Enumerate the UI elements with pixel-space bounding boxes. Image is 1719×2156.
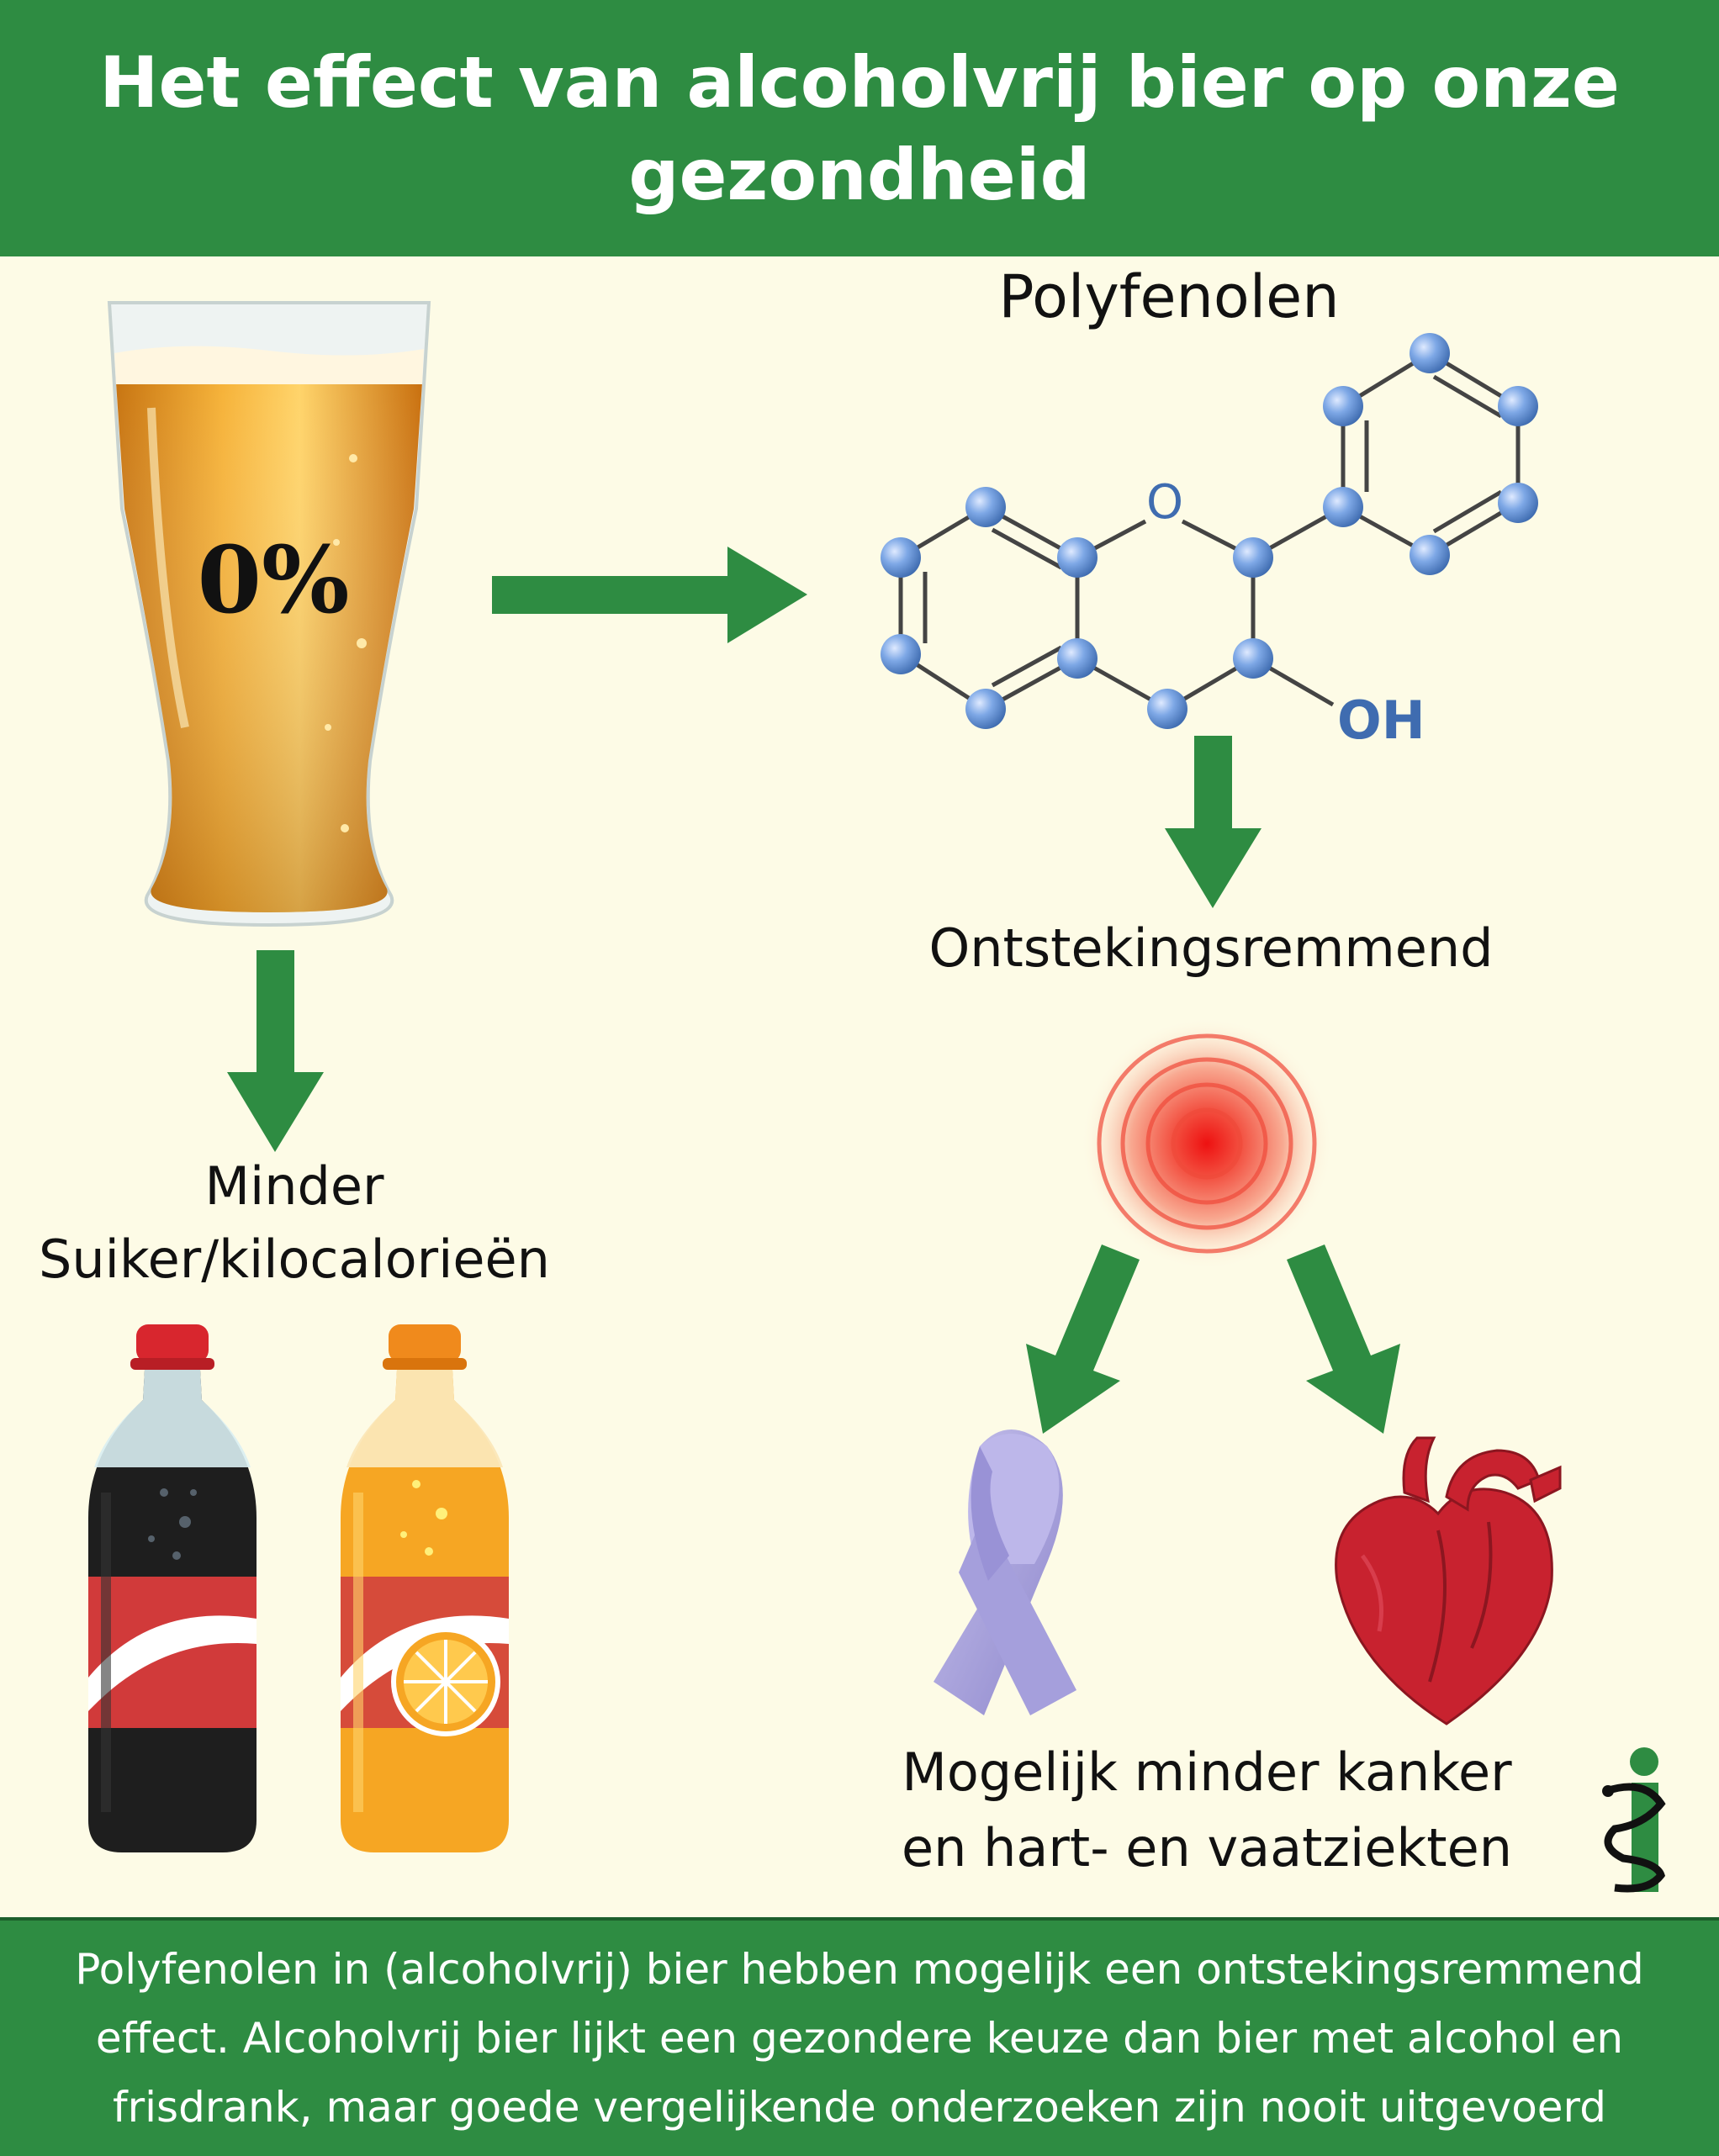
- molecule-title: Polyfenolen: [998, 262, 1340, 331]
- hydroxyl-group-label: OH: [1337, 690, 1425, 751]
- alcohol-percentage: 0%: [197, 526, 350, 634]
- summary-footer: Polyfenolen in (alcoholvrij) bier hebben…: [0, 1917, 1719, 2156]
- less-sugar-label-line2: Suiker/kilocalorieën: [39, 1229, 550, 1290]
- outcome-label-line2: en hart- en vaatziekten: [901, 1817, 1513, 1879]
- molecule-icon: [881, 333, 1538, 729]
- page-title: Het effect van alcoholvrij bier op onze …: [0, 0, 1719, 256]
- beer-glass-icon: [107, 301, 431, 927]
- page-title-text: Het effect van alcoholvrij bier op onze …: [99, 40, 1620, 216]
- arrow-down-icon: [1165, 736, 1261, 908]
- outcome-label-line1: Mogelijk minder kanker: [902, 1741, 1512, 1803]
- arrow-down-right-icon: [1287, 1244, 1400, 1434]
- arrow-right-icon: [492, 547, 807, 643]
- orange-soda-bottle-icon: [341, 1324, 509, 1852]
- cola-bottle-icon: [88, 1324, 257, 1852]
- heart-icon: [1335, 1436, 1562, 1725]
- logo-icon: [1602, 1747, 1666, 1893]
- arrow-down-left-icon: [1026, 1244, 1140, 1434]
- less-sugar-label-line1: Minder: [204, 1155, 384, 1217]
- arrow-down-icon: [227, 950, 324, 1152]
- summary-text: Polyfenolen in (alcoholvrij) bier hebben…: [75, 1945, 1644, 2132]
- awareness-ribbon-icon: [934, 1429, 1076, 1715]
- anti-inflammatory-label: Ontstekingsremmend: [928, 917, 1494, 979]
- inflammation-target-icon: [1081, 1017, 1333, 1270]
- atom-oxygen-label: O: [1145, 475, 1184, 530]
